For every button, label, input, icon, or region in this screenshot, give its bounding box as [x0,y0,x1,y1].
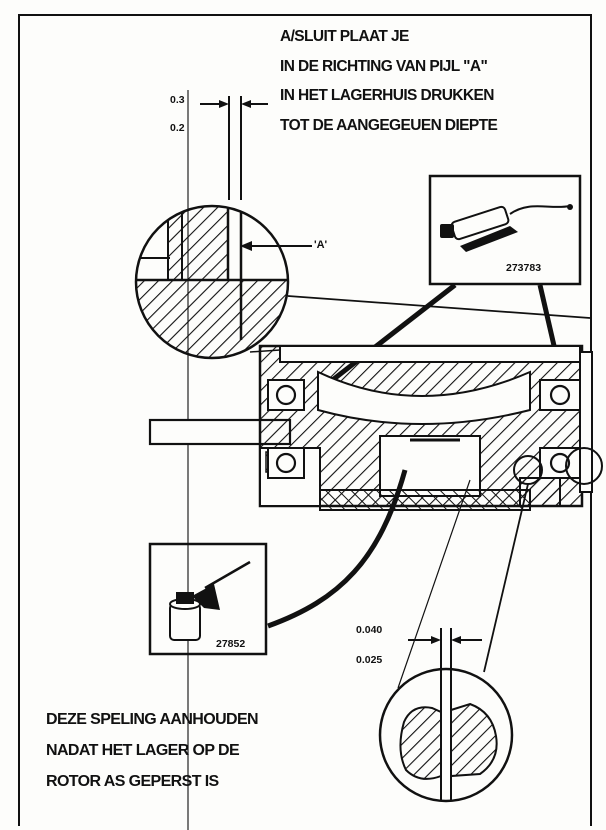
instruction-top-line: A/SLUIT PLAAT JE [280,28,409,45]
tool-box-oil [148,542,268,656]
instruction-bottom-line: NADAT HET LAGER OP DE [46,742,240,759]
instruction-top-line: IN DE RICHTING VAN PIJL "A" [280,57,488,75]
arrow-a-label: 'A' [314,239,328,251]
left-upper-bearing [267,379,305,411]
instruction-top: A/SLUIT PLAAT JE IN DE RICHTING VAN PIJL… [280,22,498,140]
tool-number-oil: 27852 [216,638,246,650]
instruction-bottom: DEZE SPELING AANHOUDEN NADAT HET LAGER O… [46,704,259,797]
gap-bottom-max: 0.040 [356,624,383,636]
bottom-detail-circle [378,667,514,803]
instruction-top-line: TOT DE AANGEGEUEN DIEPTE [280,116,498,134]
left-lower-bearing [267,447,305,479]
instruction-top-line: IN HET LAGERHUIS DRUKKEN [280,87,494,104]
top-gap-dimension [200,96,268,200]
bottom-gap-dimension [408,628,482,700]
motor-assembly-section [148,344,603,511]
grease-gun-icon [440,204,573,252]
right-upper-bearing [539,379,581,411]
gap-top-min: 0.2 [170,122,185,134]
tool-number-grease: 273783 [506,262,542,274]
gap-bottom-min: 0.025 [356,654,383,666]
instruction-bottom-line: ROTOR AS GEPERST IS [46,773,219,790]
tool-box-grease [428,174,582,286]
oil-can-icon [169,560,251,641]
right-lower-bearing [539,447,581,479]
gap-top-max: 0.3 [170,94,185,106]
top-detail-circle [134,204,312,360]
instruction-bottom-line: DEZE SPELING AANHOUDEN [46,711,259,728]
